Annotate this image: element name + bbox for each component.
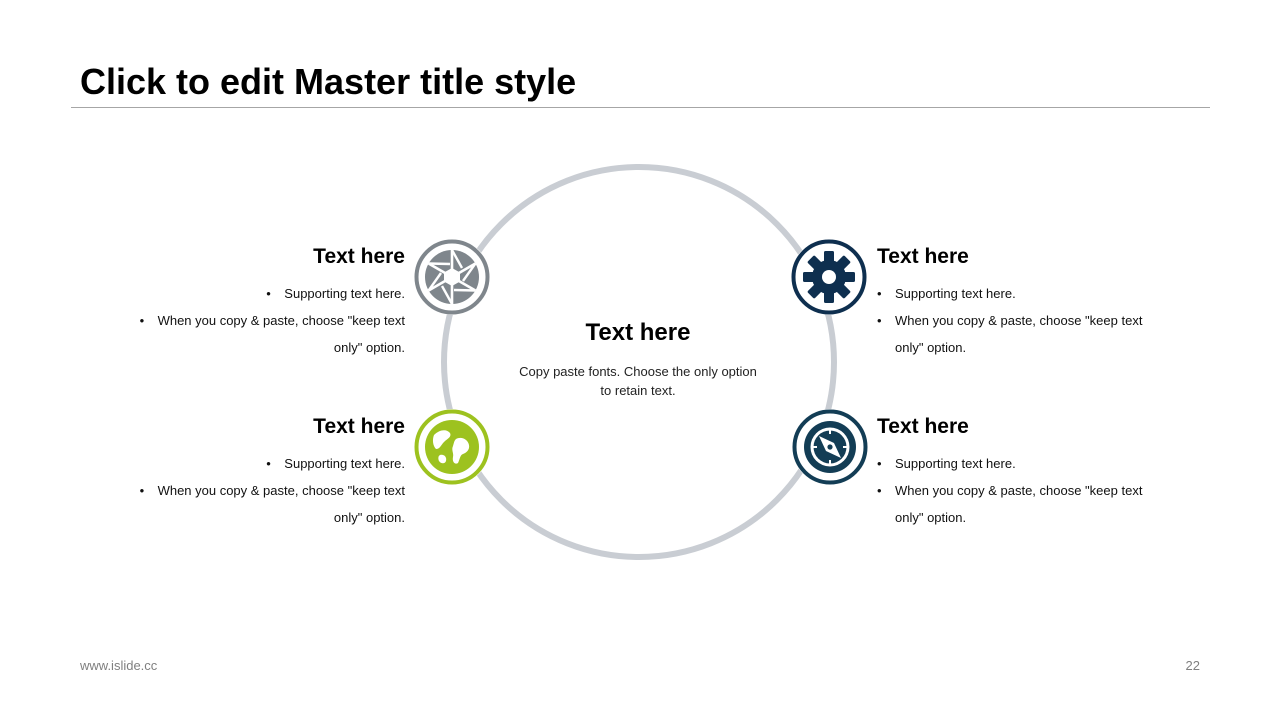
bullet-marker: • xyxy=(139,483,145,498)
bullet-item[interactable]: • When you copy & paste, choose "keep tex… xyxy=(115,477,405,504)
item-top-right: Text here • Supporting text here. • When y… xyxy=(877,244,1167,361)
center-description-line: Copy paste fonts. Choose the only option xyxy=(519,364,757,379)
item-top-left: Text here • Supporting text here. • When y… xyxy=(115,244,405,361)
bullet-continuation[interactable]: only" option. xyxy=(333,510,405,525)
bullet-marker: • xyxy=(266,456,271,471)
bullet-continuation[interactable]: only" option. xyxy=(895,340,967,355)
item-heading[interactable]: Text here xyxy=(877,415,969,438)
center-description[interactable]: Copy paste fonts. Choose the only option… xyxy=(508,362,768,400)
item-bullets: • Supporting text here. • When you copy & … xyxy=(115,280,405,361)
bullet-item[interactable]: • Supporting text here. xyxy=(115,450,405,477)
center-block: Text here Copy paste fonts. Choose the o… xyxy=(508,318,768,400)
center-title[interactable]: Text here xyxy=(585,319,691,346)
item-bottom-right: Text here • Supporting text here. • When y… xyxy=(877,414,1167,531)
slide-title[interactable]: Click to edit Master title style xyxy=(80,61,577,102)
center-description-line: to retain text. xyxy=(600,383,676,398)
item-heading[interactable]: Text here xyxy=(313,415,405,438)
bullet-text: When you copy & paste, choose "keep text xyxy=(157,313,405,328)
bullet-item[interactable]: • When you copy & paste, choose "keep tex… xyxy=(877,477,1167,504)
bullet-continuation[interactable]: only" option. xyxy=(333,340,405,355)
bullet-item[interactable]: • When you copy & paste, choose "keep tex… xyxy=(115,307,405,334)
bullet-item[interactable]: • Supporting text here. xyxy=(877,280,1167,307)
item-heading[interactable]: Text here xyxy=(877,245,969,268)
bullet-continuation[interactable]: only" option. xyxy=(895,510,967,525)
bullet-marker: • xyxy=(877,313,882,328)
bullet-marker: • xyxy=(139,313,145,328)
bullet-marker: • xyxy=(266,286,271,301)
footer-url[interactable]: www.islide.cc xyxy=(80,658,158,673)
bullet-text: Supporting text here. xyxy=(284,456,405,471)
item-bullets: • Supporting text here. • When you copy & … xyxy=(877,450,1167,531)
bullet-text: When you copy & paste, choose "keep text xyxy=(157,483,405,498)
bullet-text: Supporting text here. xyxy=(284,286,405,301)
bullet-item[interactable]: • Supporting text here. xyxy=(115,280,405,307)
item-bullets: • Supporting text here. • When you copy & … xyxy=(877,280,1167,361)
bullet-item[interactable]: • When you copy & paste, choose "keep tex… xyxy=(877,307,1167,334)
globe-icon xyxy=(414,409,490,485)
bullet-marker: • xyxy=(877,286,882,301)
item-heading[interactable]: Text here xyxy=(313,245,405,268)
gear-icon xyxy=(791,239,867,315)
item-bottom-left: Text here • Supporting text here. • When y… xyxy=(115,414,405,531)
bullet-text: Supporting text here. xyxy=(895,286,1016,301)
bullet-item[interactable]: • Supporting text here. xyxy=(877,450,1167,477)
compass-icon xyxy=(792,409,868,485)
bullet-marker: • xyxy=(877,483,882,498)
page-number: 22 xyxy=(1185,658,1200,673)
title-divider xyxy=(71,107,1210,108)
camera-aperture-icon xyxy=(414,239,490,315)
bullet-text: When you copy & paste, choose "keep text xyxy=(895,313,1143,328)
bullet-text: Supporting text here. xyxy=(895,456,1016,471)
bullet-marker: • xyxy=(877,456,882,471)
item-bullets: • Supporting text here. • When you copy & … xyxy=(115,450,405,531)
bullet-text: When you copy & paste, choose "keep text xyxy=(895,483,1143,498)
